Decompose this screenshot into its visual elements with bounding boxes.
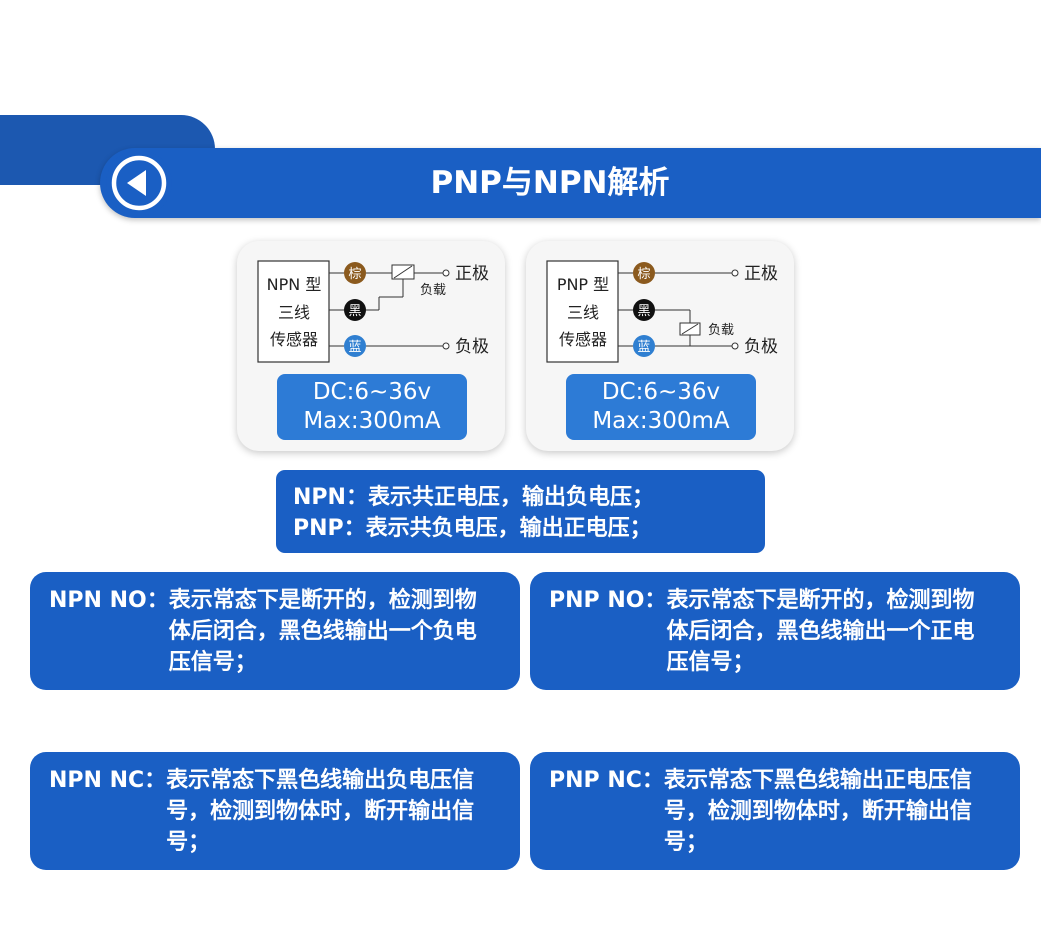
pnp-no-text: 表示常态下是断开的，检测到物体后闭合，黑色线输出一个正电压信号；	[666, 588, 975, 675]
brown-wire-label: 棕	[348, 267, 361, 282]
npn-wiring-diagram: NPN 型 三线 传感器 棕 黑 蓝 正极 负极 负载	[257, 260, 489, 363]
npn-nc-label: NPN NC：	[49, 768, 167, 793]
npn-nc-text: 表示常态下黑色线输出负电压信号，检测到物体时，断开输出信号；	[166, 768, 475, 855]
brown-wire-label: 棕	[637, 267, 650, 282]
pnp-positive-label: 正极	[744, 264, 778, 284]
black-wire-label: 黑	[348, 304, 361, 319]
header-bar	[100, 148, 1041, 218]
pnp-sensor-label-3: 传感器	[559, 330, 607, 349]
pnp-load-label: 负载	[708, 323, 734, 338]
npn-spec-box: DC:6~36v Max:300mA	[277, 374, 467, 440]
npn-negative-label: 负极	[455, 337, 489, 357]
back-arrow-icon	[111, 155, 167, 211]
npn-positive-label: 正极	[455, 264, 489, 284]
summary-npn: NPN：表示共正电压，输出负电压；	[293, 485, 654, 510]
page-title: PNP与NPN解析	[430, 165, 670, 201]
npn-no-box: NPN NO： 表示常态下是断开的，检测到物体后闭合，黑色线输出一个负电压信号；	[30, 572, 520, 690]
back-button[interactable]	[106, 150, 172, 216]
pnp-spec-box: DC:6~36v Max:300mA	[566, 374, 756, 440]
npn-sensor-label-1: NPN 型	[267, 275, 322, 294]
npn-sensor-label-2: 三线	[278, 303, 310, 322]
pnp-nc-text: 表示常态下黑色线输出正电压信号，检测到物体时，断开输出信号；	[663, 768, 972, 855]
summary-box: NPN：表示共正电压，输出负电压； PNP：表示共负电压，输出正电压；	[276, 470, 765, 553]
black-wire-label: 黑	[637, 304, 650, 319]
npn-no-label: NPN NO：	[49, 588, 169, 613]
npn-nc-box: NPN NC： 表示常态下黑色线输出负电压信号，检测到物体时，断开输出信号；	[30, 752, 520, 870]
blue-wire-label: 蓝	[637, 340, 650, 355]
blue-wire-label: 蓝	[348, 340, 361, 355]
npn-load-label: 负载	[420, 283, 446, 298]
npn-spec-current: Max:300mA	[303, 408, 441, 434]
pnp-negative-label: 负极	[744, 337, 778, 357]
pnp-sensor-label-1: PNP 型	[557, 275, 609, 294]
pnp-spec-voltage: DC:6~36v	[601, 379, 721, 405]
summary-pnp: PNP：表示共负电压，输出正电压；	[293, 516, 652, 541]
npn-sensor-label-3: 传感器	[270, 330, 318, 349]
pnp-wiring-diagram: PNP 型 三线 传感器 棕 黑 蓝 正极 负极 负载	[546, 260, 778, 363]
pnp-no-box: PNP NO： 表示常态下是断开的，检测到物体后闭合，黑色线输出一个正电压信号；	[530, 572, 1020, 690]
npn-no-text: 表示常态下是断开的，检测到物体后闭合，黑色线输出一个负电压信号；	[168, 588, 477, 675]
pnp-sensor-label-2: 三线	[567, 303, 599, 322]
npn-spec-voltage: DC:6~36v	[312, 379, 432, 405]
npn-wiring-card: NPN 型 三线 传感器 棕 黑 蓝 正极 负极 负载 DC:6~36v Max…	[237, 241, 505, 451]
pnp-no-label: PNP NO：	[549, 588, 667, 613]
pnp-nc-label: PNP NC：	[549, 768, 664, 793]
pnp-spec-current: Max:300mA	[592, 408, 730, 434]
pnp-wiring-card: PNP 型 三线 传感器 棕 黑 蓝 正极 负极 负载 DC:6~36v Max…	[526, 241, 794, 451]
pnp-nc-box: PNP NC： 表示常态下黑色线输出正电压信号，检测到物体时，断开输出信号；	[530, 752, 1020, 870]
